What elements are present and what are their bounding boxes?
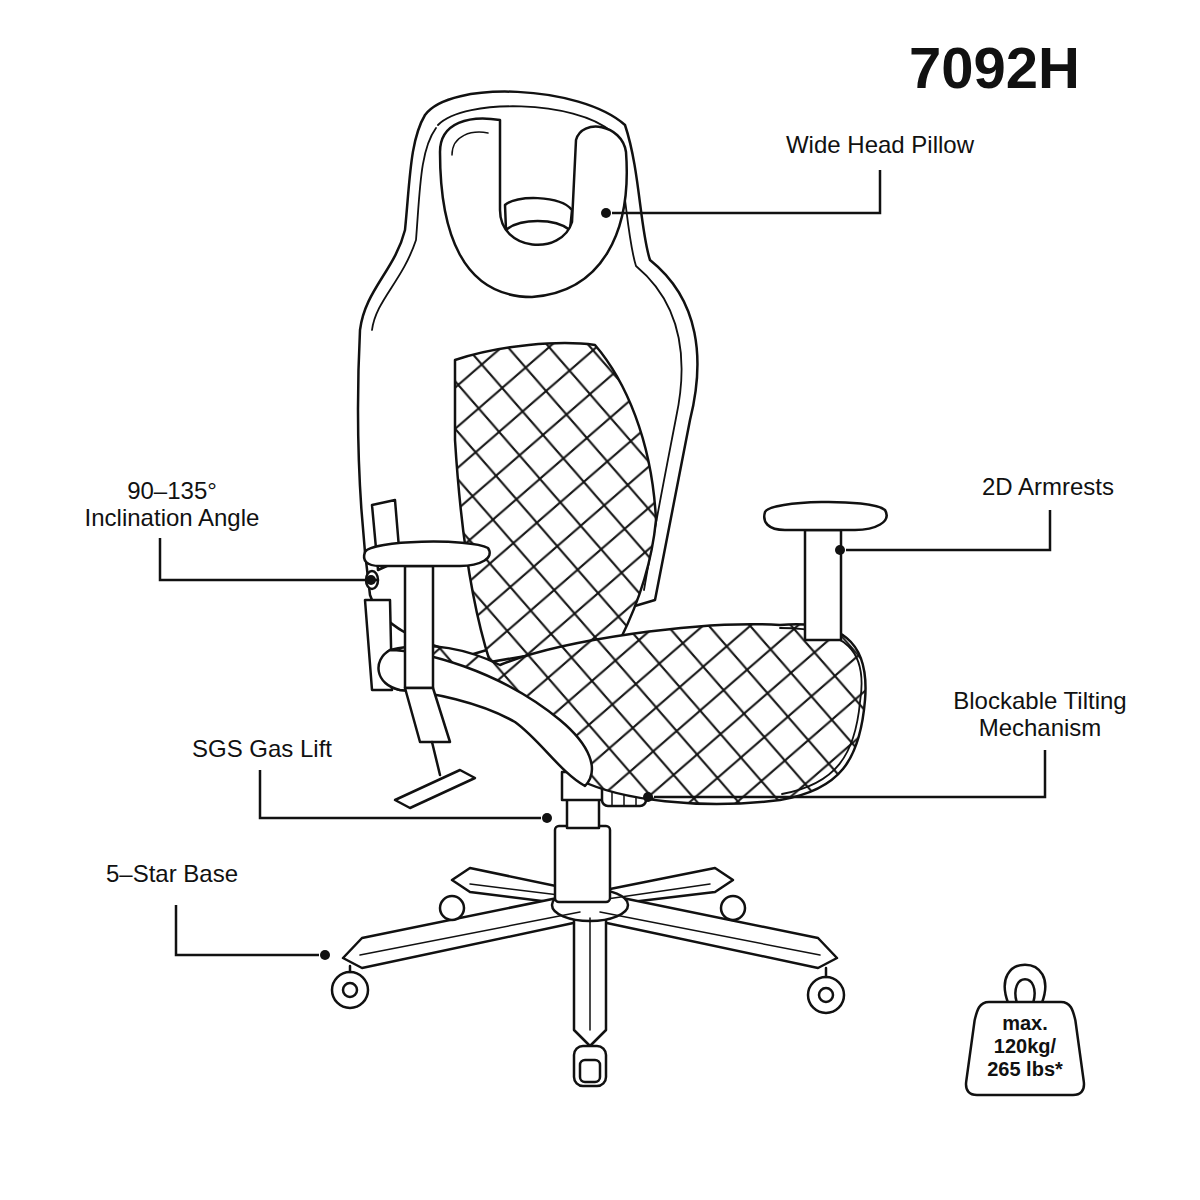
callout-label: 90–135° Inclination Angle <box>77 478 267 532</box>
backrest <box>366 571 378 589</box>
armrests <box>805 530 841 640</box>
armrests <box>364 502 887 808</box>
callout-label: Wide Head Pillow <box>730 132 1030 159</box>
head-pillow <box>452 132 488 155</box>
armrests <box>837 547 843 553</box>
backrest <box>358 92 697 690</box>
armrests <box>405 566 433 688</box>
weight-badge: max. 120kg/ 265 lbs* <box>965 962 1085 1095</box>
leader-line <box>654 750 1045 797</box>
leader-line <box>260 770 541 818</box>
caster-wheels <box>721 896 745 920</box>
caster-wheels <box>332 896 844 1086</box>
head-pillow <box>440 119 627 297</box>
leader-line <box>160 538 377 580</box>
armrests <box>432 742 440 775</box>
leader-dot <box>601 208 611 218</box>
armrests <box>395 770 475 808</box>
caster-wheels <box>825 968 828 977</box>
armrests <box>405 688 450 742</box>
head-pillow <box>505 198 572 230</box>
caster-wheels <box>574 1046 606 1086</box>
chair-illustration <box>332 92 887 1086</box>
leader-line <box>612 170 880 213</box>
model-title: 7092H <box>909 36 1080 101</box>
leader-line <box>176 905 319 955</box>
star-base <box>360 884 820 1030</box>
seat-cushion <box>780 628 862 794</box>
caster-wheels <box>349 966 352 972</box>
weight-body <box>966 1002 1084 1095</box>
weight-handle <box>1005 965 1046 1004</box>
star-base <box>343 895 578 968</box>
weight-limit-text: max. 120kg/ 265 lbs* <box>978 1012 1072 1081</box>
leader-dot <box>835 545 845 555</box>
leader-dot <box>366 575 376 585</box>
leader-line <box>846 510 1050 550</box>
callout-label: SGS Gas Lift <box>152 736 372 763</box>
caster-wheels <box>440 896 464 920</box>
backrest <box>455 343 656 662</box>
leader-dot <box>320 950 330 960</box>
callout-label: 2D Armrests <box>938 474 1158 501</box>
weight-text-area: max. 120kg/ 265 lbs* <box>965 962 1085 1095</box>
caster-wheels <box>819 988 833 1002</box>
caster-wheels <box>580 1060 600 1082</box>
backrest <box>372 128 436 330</box>
leader-dot <box>542 813 552 823</box>
caster-wheels <box>808 977 844 1013</box>
head-pillow <box>440 119 627 297</box>
gas-lift <box>555 826 610 902</box>
caster-wheels <box>332 972 368 1008</box>
leader-dot <box>643 792 653 802</box>
callout-label: 5–Star Base <box>72 861 272 888</box>
caster-wheels <box>343 983 357 997</box>
callout-label: Blockable Tilting Mechanism <box>925 688 1155 742</box>
armrests <box>764 502 886 530</box>
armrests <box>364 542 490 566</box>
star-base <box>602 895 837 968</box>
